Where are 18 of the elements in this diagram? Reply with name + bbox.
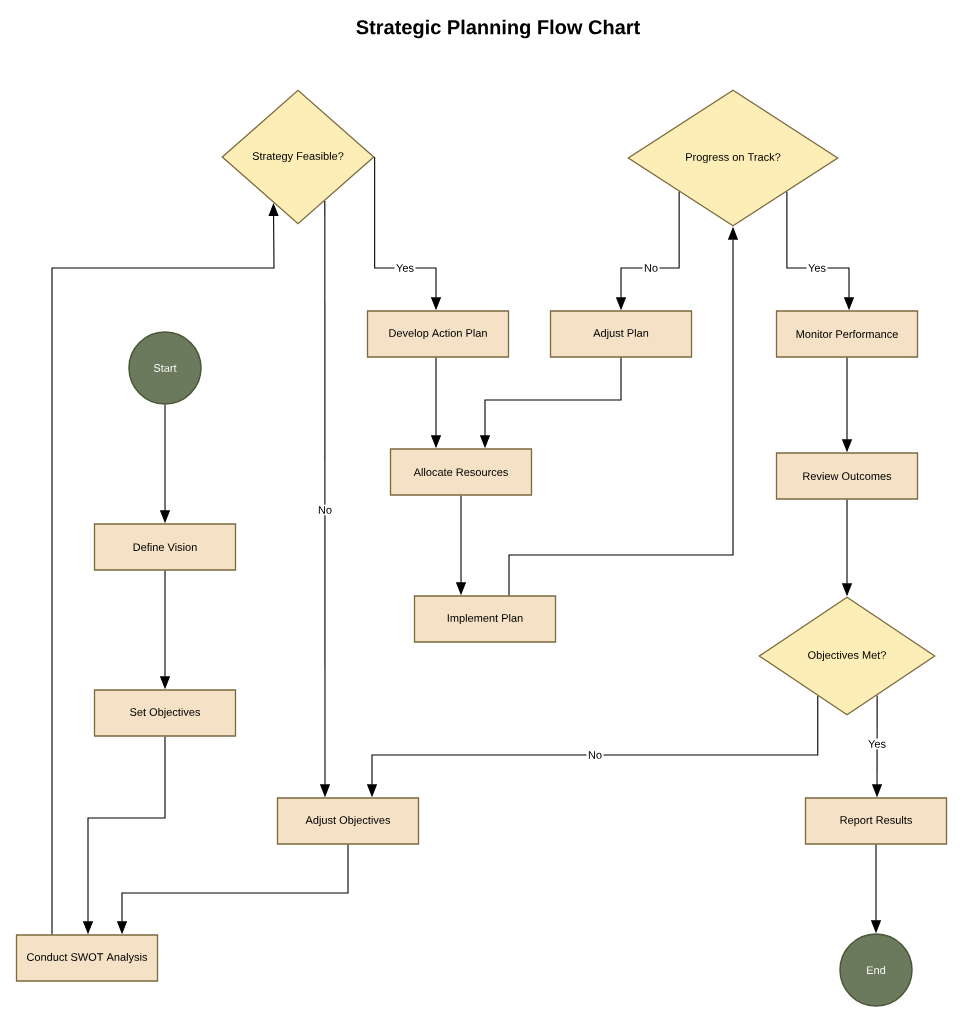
- process-box: Adjust Objectives: [276, 797, 420, 845]
- edge-label: No: [586, 749, 604, 761]
- process-box: Conduct SWOT Analysis: [15, 934, 159, 982]
- process-box: Define Vision: [93, 523, 237, 571]
- process-box: Allocate Resources: [389, 448, 533, 496]
- process-box: Adjust Plan: [549, 310, 693, 358]
- process-box: Implement Plan: [413, 595, 557, 643]
- edge-label: Yes: [394, 262, 416, 274]
- process-box: Report Results: [804, 797, 948, 845]
- process-box: Monitor Performance: [775, 310, 919, 358]
- edge-label: No: [642, 262, 660, 274]
- edge-label: Yes: [806, 262, 828, 274]
- title: Strategic Planning Flow Chart: [356, 19, 640, 39]
- process-box: Review Outcomes: [775, 452, 919, 500]
- process-box: Set Objectives: [93, 689, 237, 737]
- edge-label: No: [316, 504, 334, 516]
- process-box: Develop Action Plan: [366, 310, 510, 358]
- edge-label: Yes: [866, 738, 888, 750]
